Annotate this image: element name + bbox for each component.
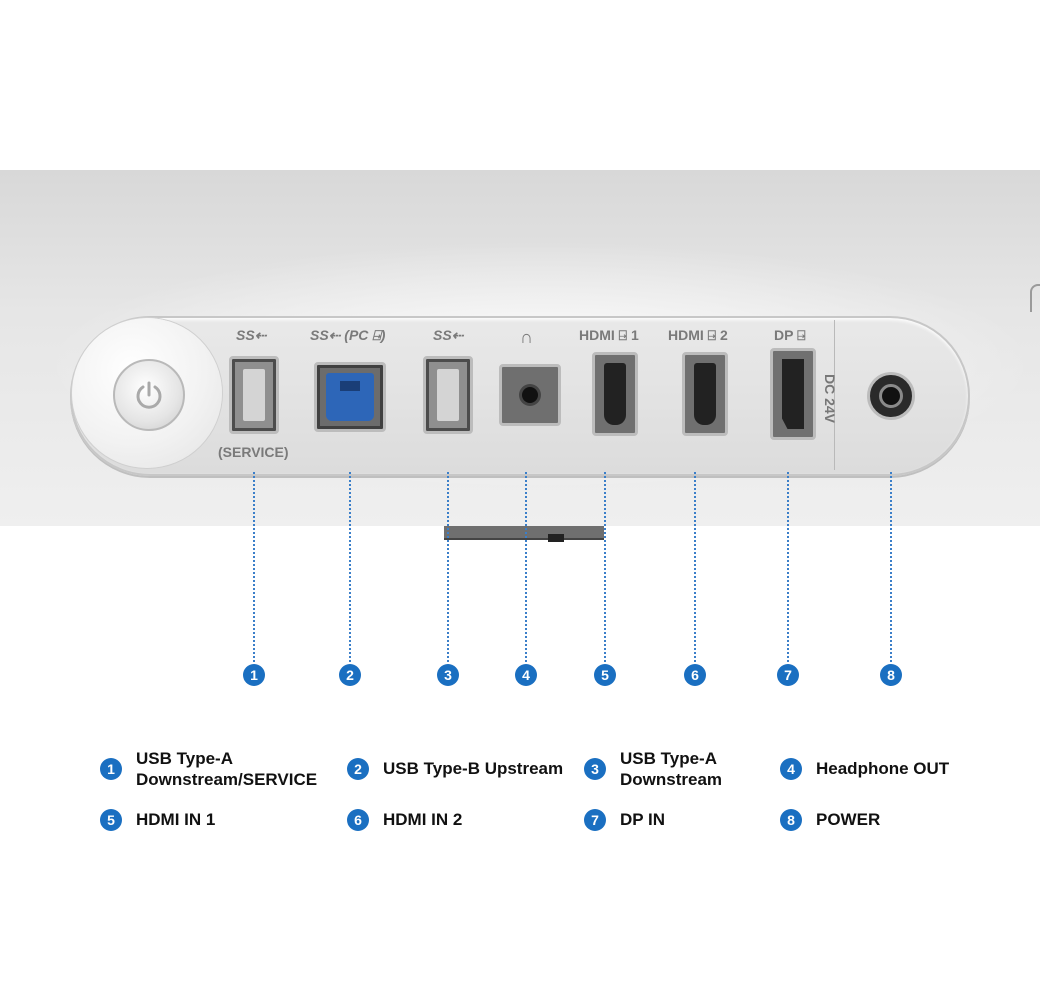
dp-label: DP ⍈ (774, 327, 806, 343)
callout-number-7: 7 (777, 664, 799, 686)
legend-number-1: 1 (100, 758, 122, 780)
callout-number-3: 3 (437, 664, 459, 686)
legend-item-2: 2 USB Type-B Upstream (347, 758, 563, 780)
callout-line-7 (787, 472, 789, 662)
legend-number-4: 4 (780, 758, 802, 780)
legend-number-7: 7 (584, 809, 606, 831)
usb-a-port-3[interactable] (423, 356, 473, 434)
legend-item-8: 8 POWER (780, 809, 880, 831)
callout-line-4 (525, 472, 527, 662)
callout-number-5: 5 (594, 664, 616, 686)
usb-b-label: SS⇠ (PC ⍈) (310, 327, 386, 343)
power-icon (136, 381, 162, 409)
usb-b-port[interactable] (314, 362, 386, 432)
callout-line-3 (447, 472, 449, 662)
legend-text-5: HDMI IN 1 (136, 810, 216, 829)
legend-number-5: 5 (100, 809, 122, 831)
callout-number-4: 4 (515, 664, 537, 686)
legend-number-3: 3 (584, 758, 606, 780)
legend-item-5: 5 HDMI IN 1 (100, 809, 215, 831)
callout-line-1 (253, 472, 255, 662)
callout-line-8 (890, 472, 892, 662)
legend-number-2: 2 (347, 758, 369, 780)
legend-item-1: 1 USB Type-A Downstream/SERVICE (100, 748, 317, 790)
legend-item-7: 7 DP IN (584, 809, 665, 831)
headphone-icon: ∩ (520, 327, 533, 347)
strip-divider (834, 320, 835, 470)
legend-text-4: Headphone OUT (816, 759, 950, 778)
legend-text-1b: Downstream/SERVICE (136, 770, 318, 789)
legend-text-1a: USB Type-A (136, 749, 233, 768)
legend-text-2: USB Type-B Upstream (383, 759, 564, 778)
usb-a-1-sublabel: (SERVICE) (218, 444, 289, 460)
panel-edge (1030, 284, 1040, 312)
legend-text-7: DP IN (620, 810, 666, 829)
legend-item-4: 4 Headphone OUT (780, 758, 949, 780)
callout-line-5 (604, 472, 606, 662)
callout-number-2: 2 (339, 664, 361, 686)
stand-base (444, 526, 604, 540)
hdmi1-label: HDMI ⍈ 1 (579, 327, 639, 343)
hdmi2-label: HDMI ⍈ 2 (668, 327, 728, 343)
legend-number-6: 6 (347, 809, 369, 831)
dp-port[interactable] (770, 348, 816, 440)
legend-text-6: HDMI IN 2 (383, 810, 463, 829)
usb-a-3-label: SS⇠ (433, 327, 464, 343)
power-button[interactable] (113, 359, 185, 431)
legend-text-8: POWER (816, 810, 881, 829)
legend-item-3: 3 USB Type-A Downstream (584, 748, 722, 790)
hdmi-port-2[interactable] (682, 352, 728, 436)
callout-number-1: 1 (243, 664, 265, 686)
dc-label: DC 24V (822, 374, 838, 424)
legend-text-3b: Downstream (620, 770, 723, 789)
headphone-port[interactable] (499, 364, 561, 426)
callout-line-2 (349, 472, 351, 662)
usb-a-port-1[interactable] (229, 356, 279, 434)
usb-a-1-label: SS⇠ (236, 327, 267, 343)
callout-number-8: 8 (880, 664, 902, 686)
stand-tab (548, 534, 564, 542)
legend-text-3a: USB Type-A (620, 749, 717, 768)
callout-line-6 (694, 472, 696, 662)
legend-item-6: 6 HDMI IN 2 (347, 809, 462, 831)
callout-number-6: 6 (684, 664, 706, 686)
hdmi-port-1[interactable] (592, 352, 638, 436)
legend-number-8: 8 (780, 809, 802, 831)
dc-power-port[interactable] (867, 372, 915, 420)
